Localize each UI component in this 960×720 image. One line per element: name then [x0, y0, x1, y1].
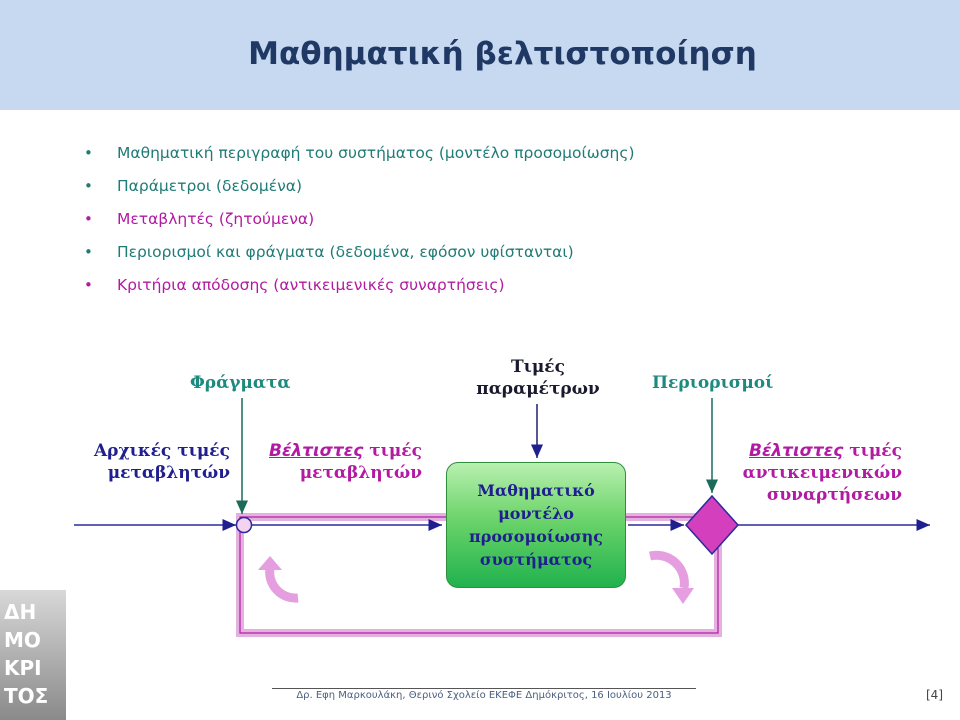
loop-arrow-left-head-icon — [258, 556, 282, 570]
optimal-variables-label: Βέλτιστες τιμές μεταβλητών — [250, 440, 422, 484]
bullet-text: Περιορισμοί και φράγματα (δεδομένα, εφόσ… — [117, 243, 574, 261]
bullet-dot-icon: • — [84, 144, 93, 162]
parameters-label: Τιμές παραμέτρων — [468, 356, 608, 400]
logo-letters: ΔΗ ΜΟ ΚΡΙ ΤΟΣ — [4, 600, 49, 708]
initial-values-line: μεταβλητών — [107, 463, 230, 483]
footer-divider — [272, 688, 696, 689]
parameters-label-line: Τιμές — [510, 357, 565, 377]
page-number: [4] — [926, 688, 943, 702]
optimal-objectives-line: αντικειμενικών — [742, 463, 902, 483]
initial-values-line: Αρχικές τιμές — [93, 441, 230, 461]
decision-diamond-icon — [684, 494, 740, 556]
loop-arrow-right-head-icon — [672, 588, 694, 604]
optimal-variables-word: τιμές — [363, 441, 422, 461]
bullet-text: Κριτήρια απόδοσης (αντικειμενικές συναρτ… — [117, 276, 505, 294]
initial-values-label: Αρχικές τιμές μεταβλητών — [60, 440, 230, 484]
footer-credit: Δρ. Εφη Μαρκουλάκη, Θερινό Σχολείο ΕΚΕΦΕ… — [296, 690, 672, 701]
bullet-item: • Περιορισμοί και φράγματα (δεδομένα, εφό… — [84, 241, 635, 274]
bullet-text: Μαθηματική περιγραφή του συστήματος (μον… — [117, 144, 635, 162]
bullet-list: • Μαθηματική περιγραφή του συστήματος (μο… — [84, 142, 635, 307]
bullet-item: • Μαθηματική περιγραφή του συστήματος (μο… — [84, 142, 635, 175]
loop-arrow-right-icon — [648, 550, 689, 589]
loop-arrow-left-icon — [265, 567, 299, 603]
constraints-label: Περιορισμοί — [652, 373, 774, 393]
bullet-dot-icon: • — [84, 276, 93, 294]
bullet-text: Μεταβλητές (ζητούμενα) — [117, 210, 315, 228]
bullet-dot-icon: • — [84, 177, 93, 195]
optimal-objectives-line: συναρτήσεων — [766, 485, 902, 505]
optimal-variables-line: μεταβλητών — [299, 463, 422, 483]
optimal-objectives-emphasis: Βέλτιστες — [749, 441, 844, 461]
bullet-text: Παράμετροι (δεδομένα) — [117, 177, 303, 195]
bounds-label: Φράγματα — [190, 373, 291, 393]
optimal-objectives-label: Βέλτιστες τιμές αντικειμενικών συναρτήσε… — [730, 440, 902, 506]
parameters-label-line: παραμέτρων — [476, 379, 600, 399]
simulation-model-text: Μαθηματικό μοντέλο προσομοίωσης συστήματ… — [468, 481, 604, 569]
bullet-item: • Παράμετροι (δεδομένα) — [84, 175, 635, 208]
democritus-logo: ΔΗ ΜΟ ΚΡΙ ΤΟΣ — [0, 590, 66, 720]
simulation-model-box: Μαθηματικό μοντέλο προσομοίωσης συστήματ… — [446, 462, 626, 588]
slide-title: Μαθηματική βελτιστοποίηση — [248, 36, 757, 72]
summing-node-icon — [235, 516, 253, 534]
slide-header — [0, 0, 960, 110]
bullet-item: • Μεταβλητές (ζητούμενα) — [84, 208, 635, 241]
bullet-item: • Κριτήρια απόδοσης (αντικειμενικές συναρ… — [84, 274, 635, 307]
bullet-dot-icon: • — [84, 243, 93, 261]
bullet-dot-icon: • — [84, 210, 93, 228]
optimal-variables-emphasis: Βέλτιστες — [269, 441, 364, 461]
optimal-objectives-word: τιμές — [843, 441, 902, 461]
